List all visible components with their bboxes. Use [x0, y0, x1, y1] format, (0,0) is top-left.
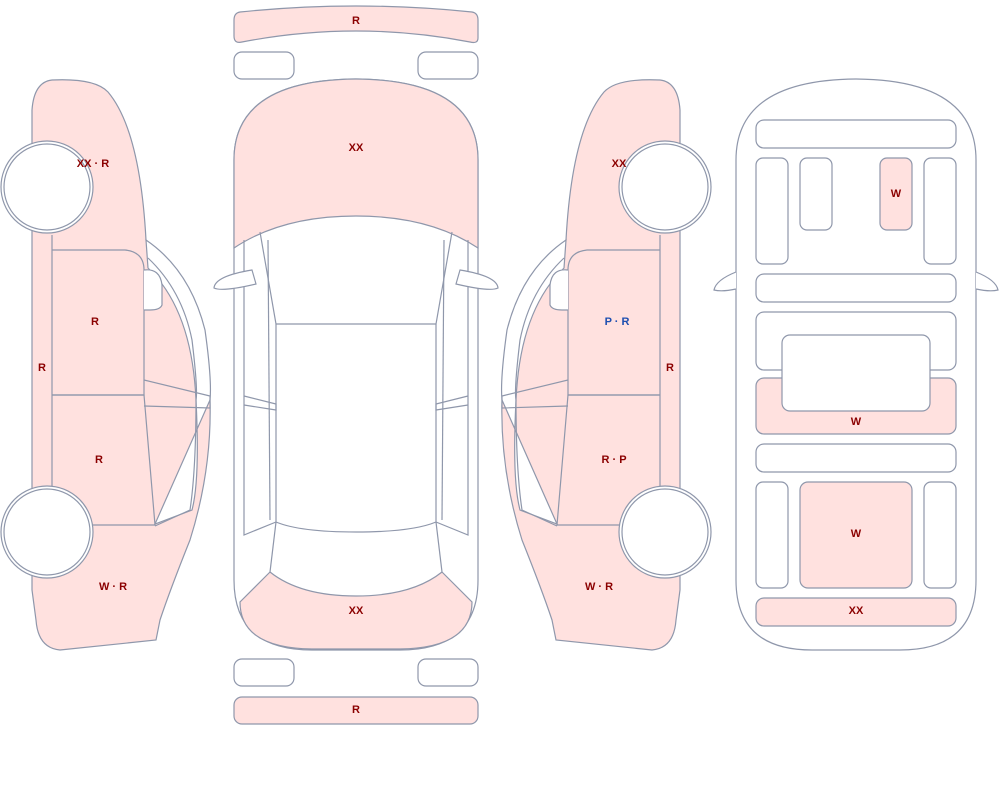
frame-rear-floor[interactable] [799, 481, 913, 589]
front-bumper-label: R [352, 15, 360, 27]
frame-dash-panel[interactable] [755, 273, 957, 303]
rear-bumper[interactable] [233, 696, 479, 725]
frame-view: W W W XX [713, 78, 999, 651]
frame-rear-panel[interactable] [755, 597, 957, 627]
left-window-area [145, 238, 212, 526]
hood-label: XX [349, 142, 364, 154]
frame-left-mirror [713, 271, 737, 292]
frame-rear-seat-crossmember[interactable] [755, 443, 957, 473]
front-bumper[interactable] [233, 5, 479, 44]
trunk-lid[interactable] [239, 571, 473, 650]
hood[interactable] [233, 78, 479, 250]
left-taillight [233, 658, 295, 687]
right-rear-wheel [618, 485, 712, 579]
right-headlight [417, 51, 479, 80]
frame-left-inner-member[interactable] [799, 157, 833, 231]
left-rear-wheel [0, 485, 94, 579]
right-mirror[interactable] [549, 269, 569, 311]
left-front-door-label: R [91, 316, 99, 328]
left-mirror[interactable] [143, 269, 163, 311]
right-front-wheel [618, 140, 712, 234]
right-rear-quarter-label: W · R [585, 581, 613, 593]
frame-right-front-side-member[interactable] [923, 157, 957, 265]
frame-right-mirror [975, 271, 999, 292]
frame-front-panel[interactable] [755, 119, 957, 149]
left-rear-door-label: R [95, 454, 103, 466]
left-front-fender-label: XX · R [77, 158, 109, 170]
left-front-wheel [0, 140, 94, 234]
right-front-door-label: P · R [605, 316, 630, 328]
top-view: R XX XX R [213, 5, 499, 725]
left-sill-label: R [38, 362, 46, 374]
frame-rear-panel-label: XX [849, 605, 864, 617]
left-headlight [233, 51, 295, 80]
frame-left-rear-side-member[interactable] [755, 481, 789, 589]
frame-front-member[interactable] [879, 157, 913, 231]
left-rear-quarter-label: W · R [99, 581, 127, 593]
frame-rear-crossmember-label: W [851, 416, 862, 428]
left-mirror-top[interactable] [213, 269, 257, 290]
frame-left-front-side-member[interactable] [755, 157, 789, 265]
rear-bumper-label: R [352, 704, 360, 716]
right-taillight [417, 658, 479, 687]
right-sill-label: R [666, 362, 674, 374]
right-rear-door-label: R · P [601, 454, 626, 466]
frame-rear-floor-label: W [851, 528, 862, 540]
right-mirror-top[interactable] [455, 269, 499, 290]
left-side-view: XX · R R R R W · R [0, 79, 212, 651]
right-front-fender-label: XX [612, 158, 627, 170]
right-window-area [500, 238, 567, 526]
trunk-lid-label: XX [349, 605, 364, 617]
frame-front-member-label: W [891, 188, 902, 200]
frame-right-rear-side-member[interactable] [923, 481, 957, 589]
frame-center-floor[interactable] [781, 334, 931, 412]
right-side-view: XX P · R R · P R W · R [500, 79, 712, 651]
